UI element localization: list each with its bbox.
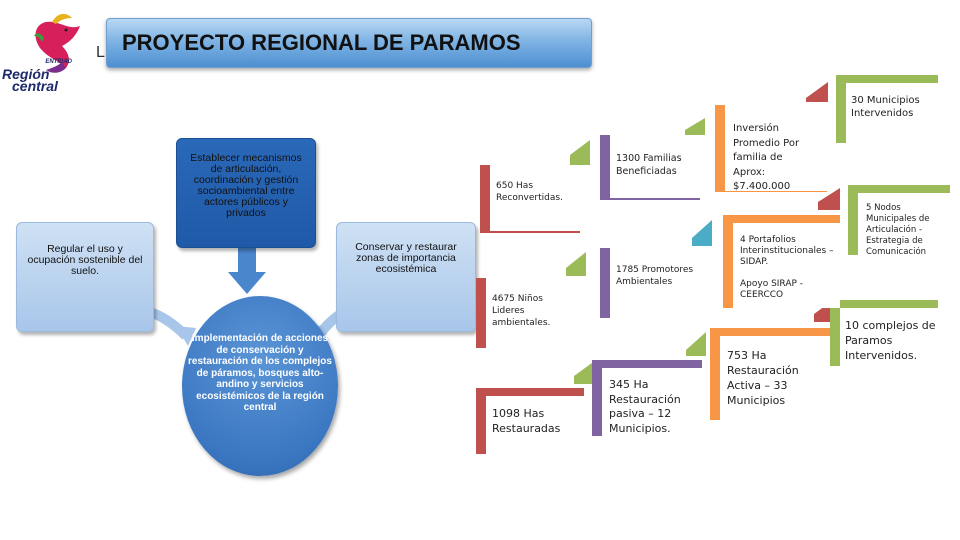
step-passive-restoration: 345 Ha Restauración pasiva – 12 Municipi…: [609, 378, 681, 435]
region-central-logo: [34, 13, 80, 73]
coordination-mechanisms-box: Establecer mecanismos de articulación, c…: [176, 138, 316, 248]
step-panel: [846, 91, 938, 143]
step-support-sirap: Apoyo SIRAP - CEERCCO: [740, 279, 804, 300]
logo-wordmark: ENTIDAD Región central: [2, 56, 82, 94]
regulate-land-use-box: Regular el uso y ocupación sostenible de…: [16, 222, 154, 332]
step-panel: [486, 404, 584, 454]
central-objective-circle: [182, 296, 338, 476]
step-panel: [610, 143, 700, 198]
down-arrow-icon: [228, 248, 266, 294]
step-panel: [840, 316, 938, 366]
step-child-leaders: 4675 Niños Lideres ambientales.: [492, 294, 551, 328]
logo-small-text: ENTIDAD: [45, 59, 72, 65]
step-reconverted-hectares: 650 Has Reconvertidas.: [496, 181, 563, 203]
step-active-restoration: 753 Ha Restauración Activa – 33 Municipi…: [727, 349, 799, 407]
partial-letter: L: [96, 44, 105, 61]
conserve-restore-box: Conservar y restaurar zonas de importanc…: [336, 222, 476, 332]
logo-central-text: central: [12, 78, 58, 94]
step-environmental-promoters: 1785 Promotores Ambientales: [616, 265, 694, 287]
title-banner: [106, 18, 592, 68]
step-panel: [486, 286, 576, 348]
central-objective-text: Implementación de acciones de conservaci…: [188, 333, 332, 413]
page-title: PROYECTO REGIONAL DE PARAMOS: [122, 30, 521, 55]
step-portfolios-sidap: 4 Portafolios Interinstitucionales – SID…: [740, 235, 834, 267]
step-panel: [602, 376, 702, 436]
logo-region-text: Región: [2, 66, 50, 82]
step-panel: [610, 256, 700, 318]
step-panel: [725, 113, 827, 191]
bird-icon: [34, 13, 80, 73]
step-panel: [720, 344, 830, 420]
step-panel: [733, 231, 840, 308]
step-panel: [490, 173, 580, 231]
step-panel: [858, 201, 950, 255]
step-restored-hectares: 1098 Has Restauradas: [492, 407, 561, 435]
step-average-investment: Inversión Promedio Por familia de Aprox:…: [733, 123, 800, 192]
step-benefited-families: 1300 Familias Beneficiadas: [616, 153, 682, 177]
step-municipal-nodes: 5 Nodos Municipales de Articulación - Es…: [866, 203, 930, 257]
step-paramo-complexes: 10 complejos de Paramos Intervenidos.: [845, 319, 936, 362]
step-municipalities-intervened: 30 Municipios Intervenidos: [851, 95, 920, 119]
